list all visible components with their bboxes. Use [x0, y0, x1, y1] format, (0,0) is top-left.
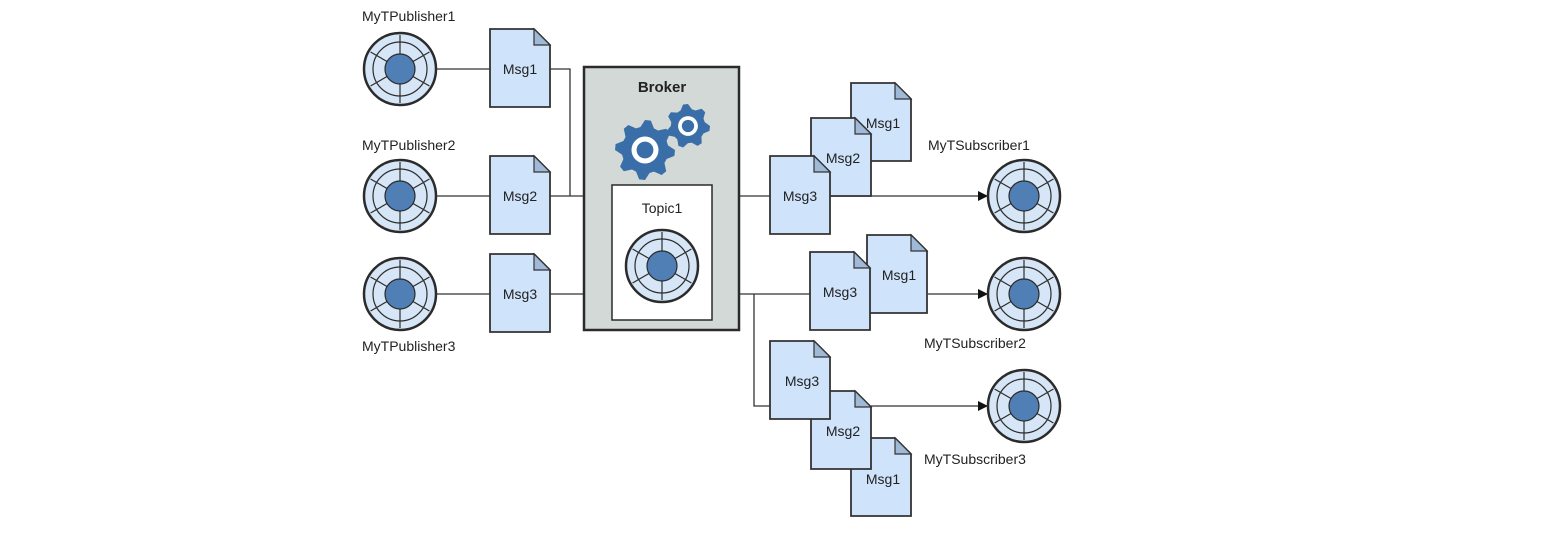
- message-label: Msg1: [503, 61, 537, 77]
- topic-to-sub3-line: [753, 294, 770, 407]
- topic-label: Topic1: [642, 200, 683, 216]
- subscriber-label: MyTSubscriber2: [924, 335, 1026, 351]
- publisher-node-icon: [362, 31, 438, 107]
- message-label: Msg2: [503, 188, 537, 204]
- topic-node-icon: [624, 228, 700, 304]
- message-document-icon: Msg3: [769, 339, 832, 420]
- publisher-label: MyTPublisher2: [362, 137, 456, 153]
- message-label: Msg2: [826, 423, 860, 439]
- subscriber: MyTSubscriber2: [924, 256, 1062, 351]
- message-document-icon: Msg2: [489, 154, 552, 235]
- message-label: Msg3: [783, 188, 817, 204]
- broker: Broker Topic1: [582, 65, 741, 332]
- subscriber-label: MyTSubscriber3: [924, 451, 1026, 467]
- publisher: MyTPublisher1: [362, 8, 456, 107]
- gear-icon: [666, 104, 710, 148]
- message-document-icon: Msg3: [769, 154, 832, 235]
- gear-icon: [615, 120, 675, 180]
- message-label: Msg1: [866, 115, 900, 131]
- publisher-node-icon: [362, 158, 438, 234]
- message-label: Msg1: [882, 267, 916, 283]
- subscriber-node-icon: [986, 158, 1062, 234]
- connectors: [436, 68, 988, 411]
- message-document-icon: Msg3: [489, 252, 552, 333]
- message-label: Msg3: [503, 286, 537, 302]
- publisher: MyTPublisher3: [362, 256, 456, 354]
- msg1-to-topic-line: [550, 68, 571, 196]
- publisher-label: MyTPublisher1: [362, 8, 456, 24]
- subscriber-label: MyTSubscriber1: [928, 137, 1030, 153]
- message-label: Msg3: [823, 284, 857, 300]
- subscriber-node-icon: [986, 368, 1062, 444]
- message-label: Msg3: [785, 373, 819, 389]
- message-document-icon: Msg1: [866, 233, 929, 314]
- message-document-icon: Msg3: [809, 250, 872, 331]
- subscriber: MyTSubscriber1: [928, 137, 1062, 234]
- publisher-node-icon: [362, 256, 438, 332]
- broker-title: Broker: [638, 79, 687, 96]
- message-label: Msg1: [866, 471, 900, 487]
- subscriber: MyTSubscriber3: [924, 368, 1062, 467]
- message-label: Msg2: [826, 150, 860, 166]
- message-document-icon: Msg1: [489, 27, 552, 108]
- publisher: MyTPublisher2: [362, 137, 456, 234]
- publisher-label: MyTPublisher3: [362, 338, 456, 354]
- subscriber-node-icon: [986, 256, 1062, 332]
